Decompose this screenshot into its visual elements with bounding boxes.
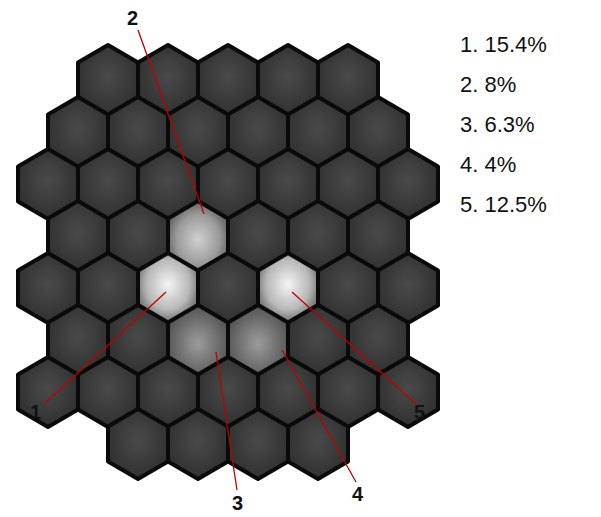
percentage-item: 2. 8% xyxy=(460,74,516,96)
percentage-item: 1. 15.4% xyxy=(460,34,547,56)
callout-number: 3 xyxy=(232,493,243,513)
leader-lines xyxy=(44,30,416,490)
percentage-item: 5. 12.5% xyxy=(460,194,547,216)
hex-cells xyxy=(18,45,438,479)
leader-line xyxy=(138,30,204,214)
percentage-item: 4. 4% xyxy=(460,154,516,176)
hex-cell xyxy=(288,409,348,479)
leader-line xyxy=(44,292,166,404)
hex-cell xyxy=(378,357,438,427)
callout-number: 1 xyxy=(30,402,41,422)
hex-cell xyxy=(18,357,78,427)
callout-number: 2 xyxy=(127,8,138,28)
leader-line xyxy=(282,350,356,482)
hex-cell xyxy=(228,409,288,479)
hex-cell xyxy=(168,409,228,479)
hex-cell xyxy=(108,409,168,479)
leader-line xyxy=(216,352,237,490)
percentage-item: 3. 6.3% xyxy=(460,114,535,136)
leader-line xyxy=(292,292,416,404)
callout-number: 5 xyxy=(414,402,425,422)
callout-number: 4 xyxy=(352,484,363,504)
